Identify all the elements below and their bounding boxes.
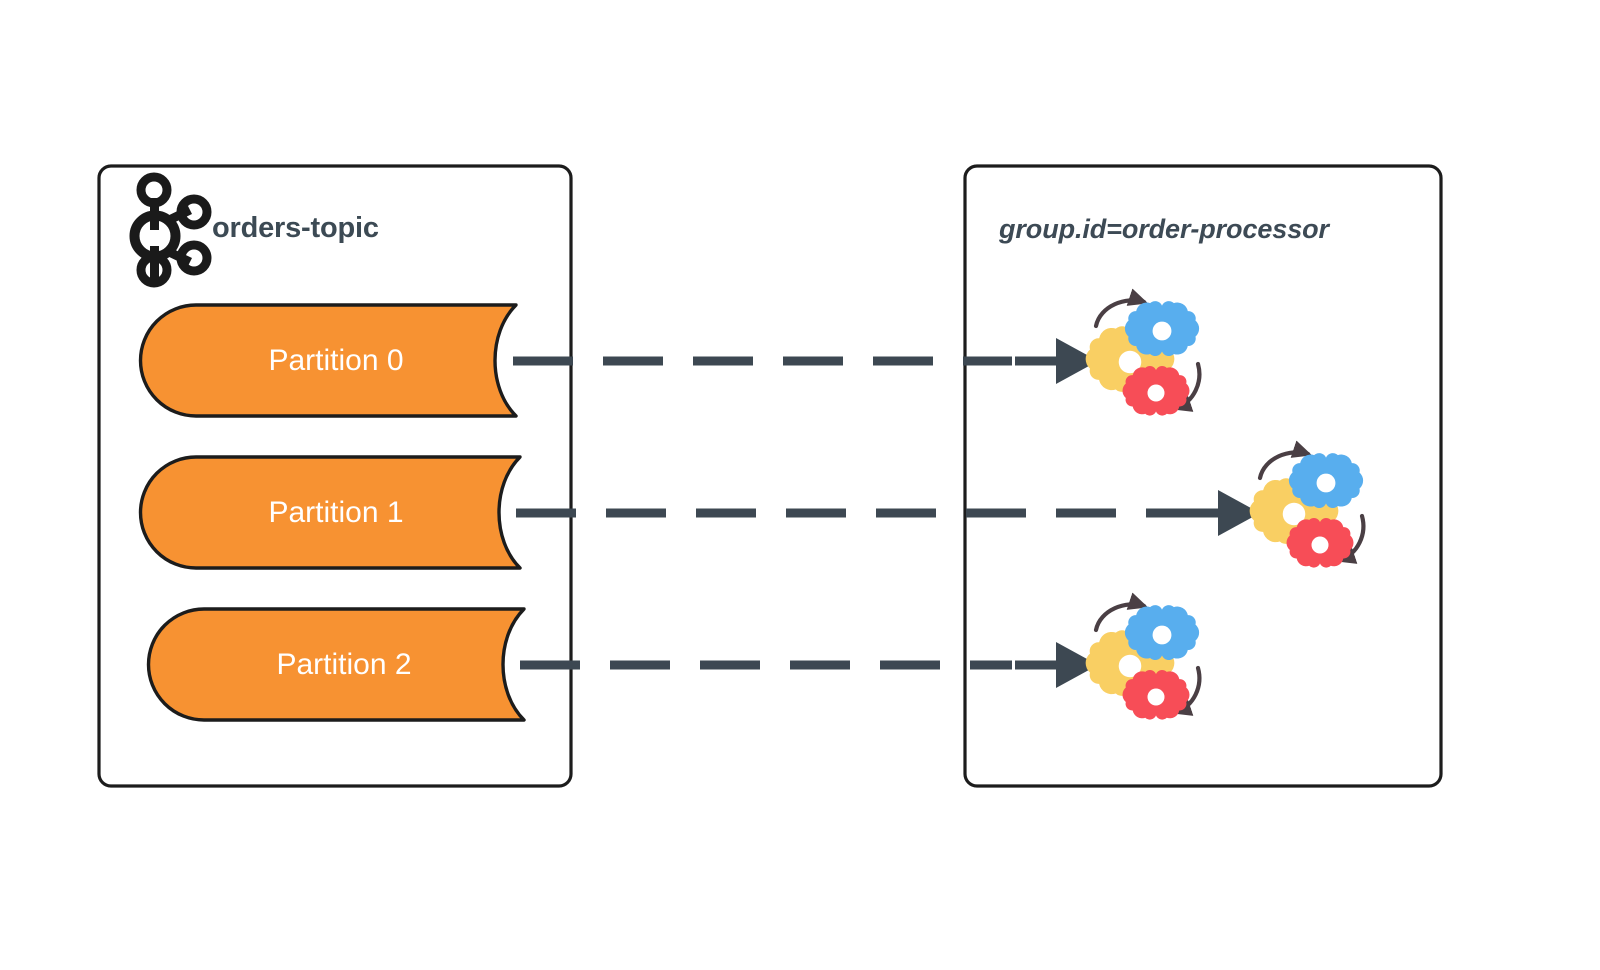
gear-red-icon	[1286, 517, 1354, 568]
flow-line-partition-0	[505, 338, 1098, 384]
gear-blue-icon	[1288, 453, 1364, 509]
partition-shape-1[interactable]	[138, 455, 522, 570]
consumer-group-box	[963, 164, 1443, 788]
kafka-logo-icon	[129, 172, 212, 288]
partition-shape-2[interactable]	[146, 607, 526, 722]
rotation-arrow-top	[1093, 288, 1149, 329]
gear-red-icon	[1122, 669, 1190, 720]
consumer-panel	[963, 164, 1443, 788]
flow-line-partition-2	[512, 642, 1098, 688]
consumer-1[interactable]	[1249, 440, 1366, 568]
gear-red-icon	[1122, 365, 1190, 416]
consumer-2[interactable]	[1085, 592, 1202, 720]
gear-yellow-icon	[1085, 630, 1175, 696]
flow-connections	[505, 338, 1260, 688]
rotation-arrow-top	[1093, 592, 1149, 633]
gear-yellow-icon	[1249, 478, 1339, 544]
flow-line-partition-1	[508, 490, 1260, 536]
rotation-arrow-top	[1257, 440, 1313, 481]
gear-yellow-icon	[1085, 326, 1175, 392]
producer-panel	[97, 164, 573, 788]
consumer-0[interactable]	[1085, 288, 1202, 416]
partition-shape-0[interactable]	[138, 303, 518, 418]
gear-blue-icon	[1124, 301, 1200, 357]
gear-blue-icon	[1124, 605, 1200, 661]
